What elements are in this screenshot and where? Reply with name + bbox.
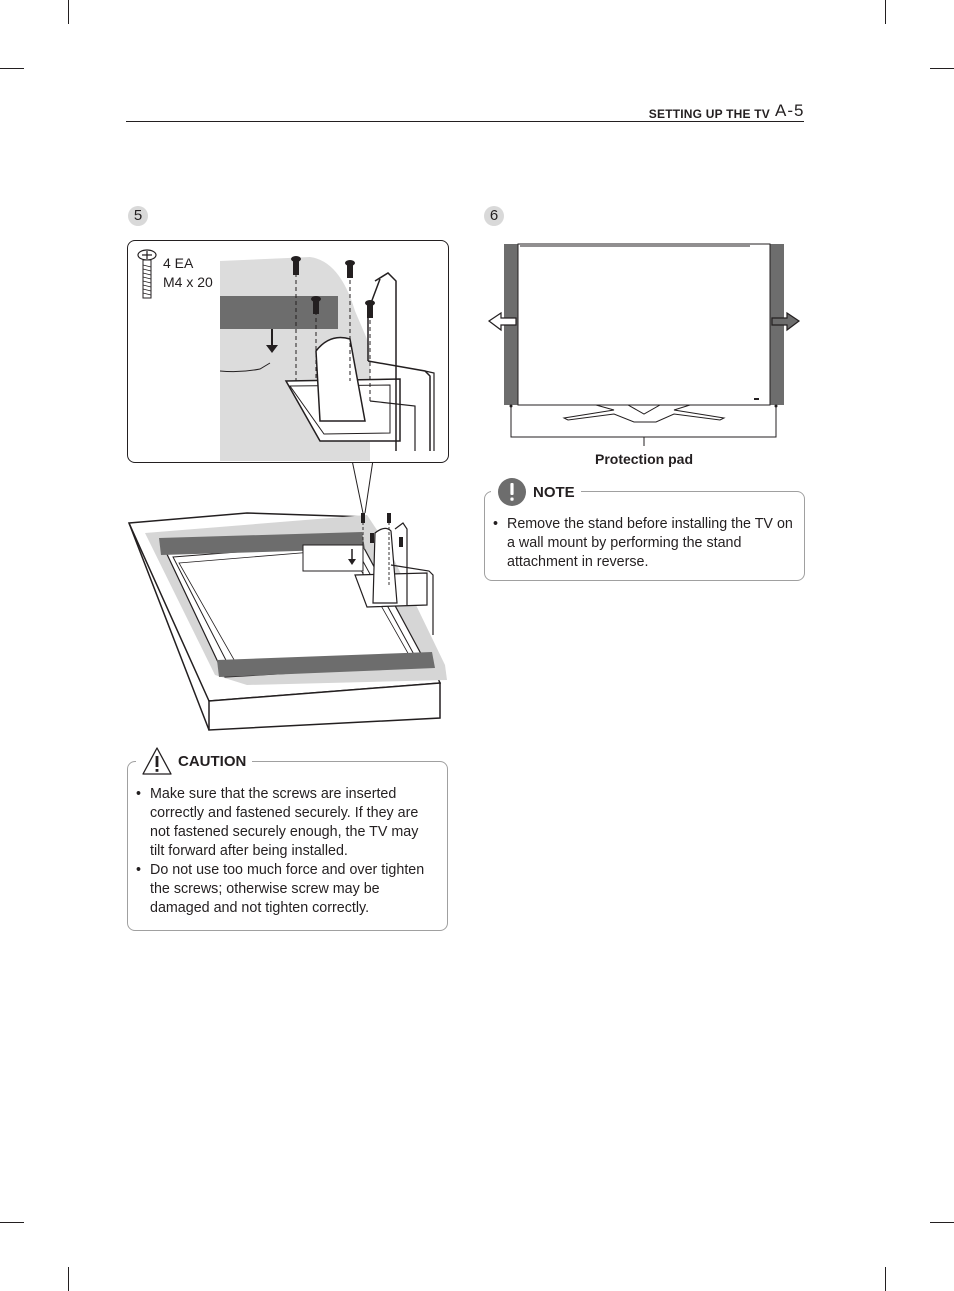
crop-mark <box>68 0 69 24</box>
screw-quantity: 4 EA <box>163 255 194 271</box>
step-5-number: 5 <box>128 206 148 226</box>
note-title: NOTE <box>533 483 575 501</box>
tv-front-illustration <box>487 243 801 446</box>
protection-pad-label: Protection pad <box>594 451 693 467</box>
screw-size: M4 x 20 <box>163 274 213 290</box>
note-header: NOTE <box>491 477 581 507</box>
warning-triangle-icon <box>142 747 172 775</box>
caution-header: CAUTION <box>136 745 253 777</box>
screw-detail-callout: 4 EA M4 x 20 <box>127 240 449 463</box>
caution-item: Do not use too much force and over tight… <box>136 861 432 918</box>
crop-mark <box>68 1267 69 1291</box>
note-list: Remove the stand before installing the T… <box>493 515 793 572</box>
caution-item: Make sure that the screws are inserted c… <box>136 785 432 861</box>
callout-connector <box>351 459 374 514</box>
crop-mark <box>0 1222 24 1223</box>
exclamation-circle-icon <box>498 478 526 506</box>
step-6-number: 6 <box>484 206 504 226</box>
caution-title: CAUTION <box>178 752 247 770</box>
tv-face-down-illustration <box>127 512 447 731</box>
crop-mark <box>885 1267 886 1291</box>
screw-icon <box>137 249 157 299</box>
crop-mark <box>930 68 954 69</box>
header-rule <box>126 121 804 122</box>
crop-mark <box>930 1222 954 1223</box>
note-item: Remove the stand before installing the T… <box>493 515 793 572</box>
header-section-title: SETTING UP THE TV <box>648 107 770 121</box>
crop-mark <box>885 0 886 24</box>
crop-mark <box>0 68 24 69</box>
caution-list: Make sure that the screws are inserted c… <box>136 785 432 918</box>
page-number: A-5 <box>775 101 805 120</box>
stand-detail-illustration <box>220 256 435 461</box>
